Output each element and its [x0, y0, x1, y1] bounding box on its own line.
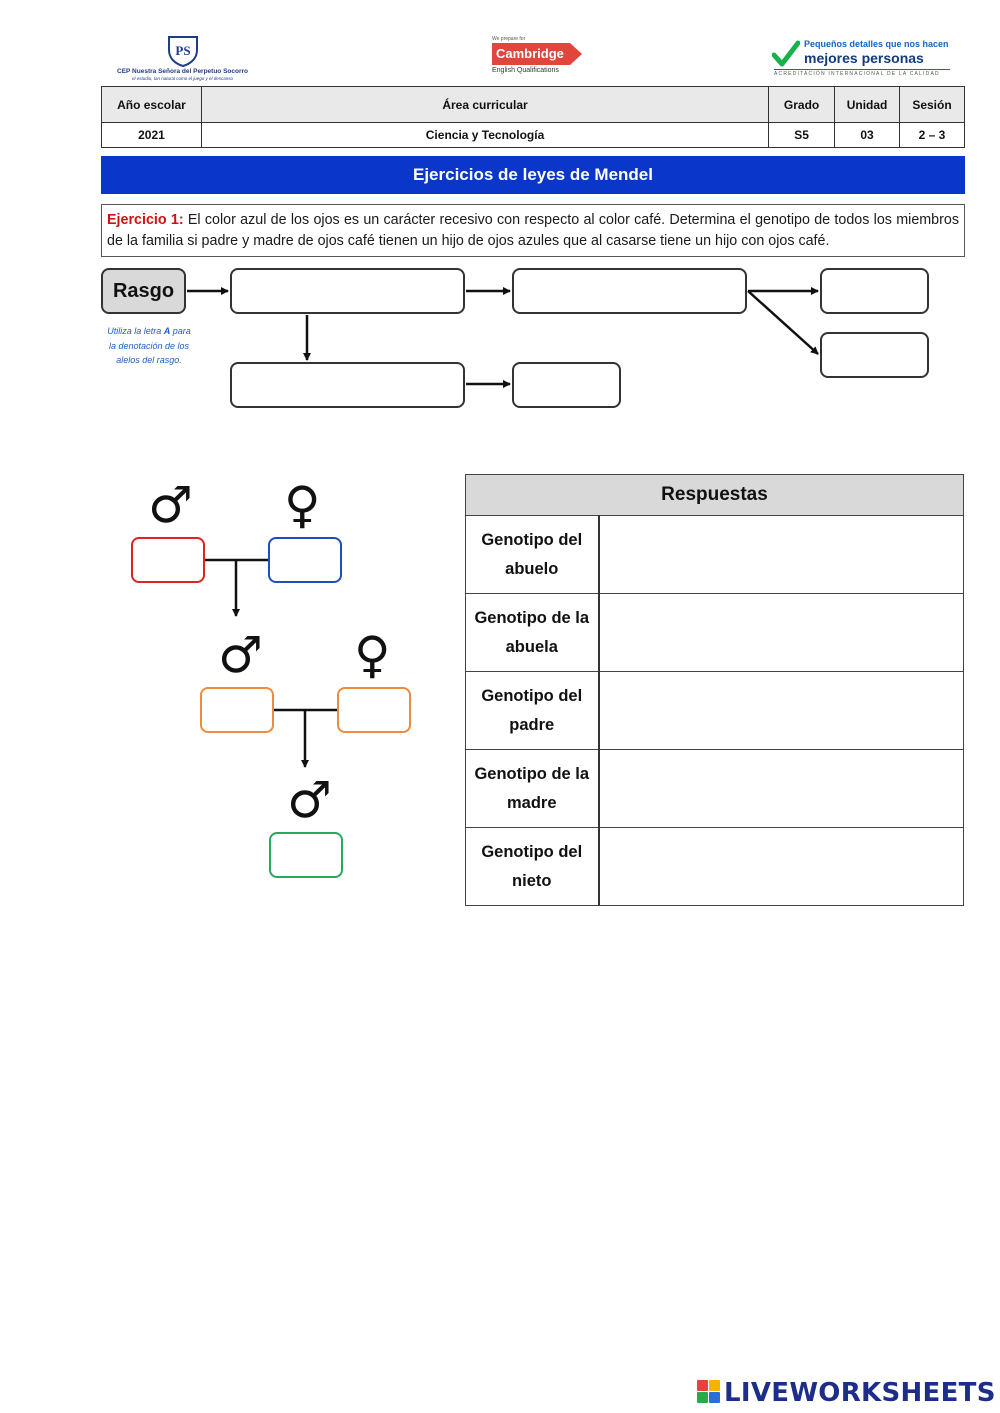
school-motto: el estudio, tan natural como el juego y …: [131, 76, 234, 81]
answer-label-mother: Genotipo de la madre: [465, 749, 600, 828]
exercise-statement: Ejercicio 1: El color azul de los ojos e…: [101, 204, 965, 257]
answer-label-grandfather: Genotipo del abuelo: [465, 515, 600, 594]
hint-pre: Utiliza la letra: [107, 326, 164, 336]
flow-input-result-2[interactable]: [820, 332, 929, 378]
cambridge-bottom-text: English Qualifications: [492, 67, 559, 74]
rasgo-hint: Utiliza la letra A para la denotación de…: [104, 324, 194, 368]
male-icon-grandfather: ♂: [148, 476, 193, 534]
flow-input-result-1[interactable]: [820, 268, 929, 314]
quality-logo: Pequeños detalles que nos hacen mejores …: [772, 38, 957, 80]
answer-label-grandson: Genotipo del nieto: [465, 827, 600, 906]
worksheet-title: Ejercicios de leyes de Mendel: [101, 156, 965, 194]
info-value-unit: 03: [834, 122, 901, 148]
male-icon-grandson: ♂: [287, 771, 332, 829]
info-header-session: Sesión: [899, 86, 965, 123]
female-icon-grandmother: ♀: [284, 476, 321, 534]
info-value-year: 2021: [101, 122, 202, 148]
info-table: Año escolar Área curricular Grado Unidad…: [101, 86, 965, 148]
cambridge-logo: We prepare for Cambridge English Qualifi…: [492, 36, 592, 82]
cambridge-word: Cambridge: [496, 46, 564, 61]
answer-label-grandmother: Genotipo de la abuela: [465, 593, 600, 672]
answer-label-father: Genotipo del padre: [465, 671, 600, 750]
flow-input-trait-1[interactable]: [230, 268, 465, 314]
cambridge-badge: Cambridge: [492, 43, 582, 65]
answer-field-grandson[interactable]: [598, 827, 964, 906]
school-name: CEP Nuestra Señora del Perpetuo Socorro: [117, 68, 248, 75]
info-values-row: 2021 Ciencia y Tecnología S5 03 2 – 3: [101, 122, 965, 148]
quality-slogan-small: Pequeños detalles que nos hacen: [804, 39, 949, 49]
answer-row-grandfather: Genotipo del abuelo: [465, 515, 964, 594]
cambridge-arrow-icon: [492, 43, 582, 65]
liveworksheets-text: LIVEWORKSHEETS: [724, 1378, 996, 1408]
genotype-box-grandmother[interactable]: [268, 537, 342, 583]
answer-field-mother[interactable]: [598, 749, 964, 828]
female-icon-mother: ♀: [354, 626, 391, 684]
arrow-box2-to-result2: [747, 290, 819, 355]
answer-row-mother: Genotipo de la madre: [465, 749, 964, 828]
flow-input-trait-2[interactable]: [230, 362, 465, 408]
info-header-row: Año escolar Área curricular Grado Unidad…: [101, 86, 965, 123]
flow-input-result-3[interactable]: [512, 362, 621, 408]
exercise-label: Ejercicio 1:: [107, 212, 184, 228]
answer-field-father[interactable]: [598, 671, 964, 750]
flow-input-cross[interactable]: [512, 268, 747, 314]
exercise-text: El color azul de los ojos es un carácter…: [107, 212, 959, 249]
check-icon: [772, 40, 800, 67]
answer-field-grandmother[interactable]: [598, 593, 964, 672]
answers-table: Respuestas Genotipo del abuelo Genotipo …: [465, 474, 964, 906]
answers-title: Respuestas: [465, 474, 964, 516]
answer-field-grandfather[interactable]: [598, 515, 964, 594]
school-shield-icon: PS: [167, 36, 198, 68]
answers-header-row: Respuestas: [465, 474, 964, 516]
answer-row-grandmother: Genotipo de la abuela: [465, 593, 964, 672]
info-value-grade: S5: [768, 122, 836, 148]
liveworksheets-brand[interactable]: LIVEWORKSHEETS: [697, 1378, 997, 1412]
genotype-box-grandson[interactable]: [269, 832, 343, 878]
info-header-grade: Grado: [768, 86, 836, 123]
genotype-box-father[interactable]: [200, 687, 274, 733]
hint-letter: A: [163, 326, 171, 336]
school-logo: PS CEP Nuestra Señora del Perpetuo Socor…: [110, 34, 255, 84]
quality-accreditation: ACREDITACIÓN INTERNACIONAL DE LA CALIDAD: [774, 71, 940, 77]
info-header-year: Año escolar: [101, 86, 202, 123]
rasgo-box: Rasgo: [101, 268, 186, 314]
quality-divider: [774, 69, 950, 70]
info-value-session: 2 – 3: [899, 122, 965, 148]
school-monogram: PS: [175, 43, 190, 58]
info-header-area: Área curricular: [200, 86, 770, 123]
hint-post: para la denotación de los alelos del ras…: [108, 326, 191, 365]
male-icon-father: ♂: [218, 626, 263, 684]
quality-slogan-big: mejores personas: [804, 50, 924, 66]
liveworksheets-icon: [697, 1380, 721, 1404]
info-value-area: Ciencia y Tecnología: [200, 122, 770, 148]
genotype-box-grandfather[interactable]: [131, 537, 205, 583]
answer-row-father: Genotipo del padre: [465, 671, 964, 750]
answer-row-grandson: Genotipo del nieto: [465, 827, 964, 906]
cambridge-top-text: We prepare for: [492, 36, 526, 42]
genotype-box-mother[interactable]: [337, 687, 411, 733]
info-header-unit: Unidad: [834, 86, 901, 123]
